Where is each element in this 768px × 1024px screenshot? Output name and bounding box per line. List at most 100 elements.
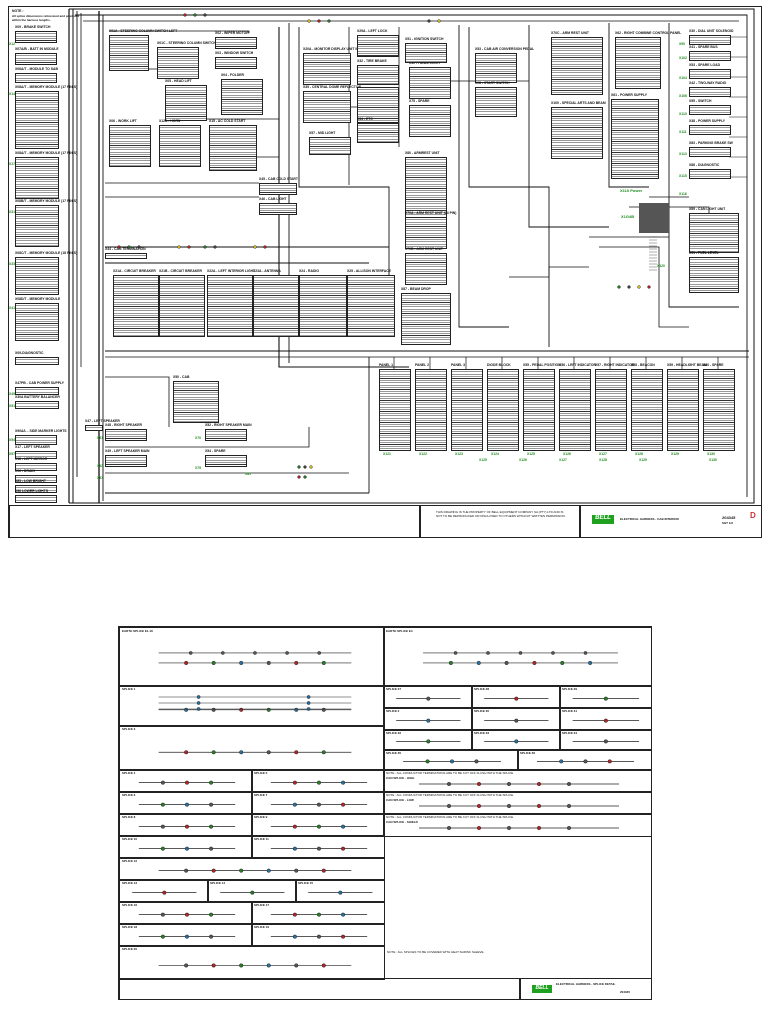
- splice-node: [518, 651, 523, 655]
- splice-node: [160, 802, 165, 807]
- connector-pin-table: [15, 257, 59, 295]
- connector-label: X62 - RIGHT COMBINE CONTROL PANEL: [615, 31, 682, 35]
- green-ref-label: X45: [9, 392, 16, 396]
- connector-pin-table: [205, 429, 247, 441]
- connector-pin-table: [259, 183, 297, 195]
- connector-label: X41 - SPARE BUS: [689, 45, 718, 49]
- splice-node: [559, 759, 564, 764]
- revision-table: [9, 505, 421, 538]
- connector-label: X08A/T - MEMORY MODULE (17 PIN-S): [15, 85, 78, 89]
- connector-ref: X125: [527, 452, 535, 456]
- connector-label: X42 - TWO-WAY RADIO: [689, 81, 727, 85]
- green-ref-label: X113: [679, 152, 687, 156]
- splice-marker: [297, 465, 301, 469]
- green-ref-label: X33: [9, 262, 16, 266]
- connector-pin-table: [689, 105, 731, 115]
- splice-node: [316, 934, 321, 939]
- connector-label: X80 - ARMREST UNIT: [405, 151, 440, 155]
- connector-ref: X121: [383, 452, 391, 456]
- splice-node: [341, 802, 346, 807]
- green-ref-label: X17: [9, 162, 16, 166]
- connector-pin-table: [215, 37, 257, 49]
- splice-node: [507, 803, 512, 808]
- splice-section-title: SPLICE 19: [254, 925, 270, 929]
- connector-pin-table: [595, 369, 627, 451]
- splice-node: [447, 803, 452, 808]
- connector-label: X45 - CAB COLD START: [259, 177, 298, 181]
- splice-section-title: SPLICE 1: [122, 687, 136, 691]
- splice-section-title: SPLICE 4: [122, 771, 136, 775]
- connector-pin-table: [689, 87, 731, 97]
- splice-node: [341, 824, 346, 829]
- splice-node: [184, 660, 189, 665]
- connector-label: X22A - LEFT INTERIOR LIGHT: [207, 269, 256, 273]
- power-label: X110 Power: [620, 188, 643, 193]
- splice-node: [160, 846, 165, 851]
- can-splice-section: NOTE : ALL CONDUCTOR TERMINATIONS ARE TO…: [383, 791, 652, 815]
- connector-label: X52 - RIGHT SPEAKER MAIN: [205, 423, 252, 427]
- splice-section: SPLICE 12: [119, 857, 385, 881]
- connector-label: PANEL 2: [415, 363, 430, 367]
- connector-label: X48 - RIGHT SPEAKER: [105, 423, 142, 427]
- connector-label: X35 - CENTRAL DOME REFLECTOR: [303, 85, 361, 89]
- connector-label: X55 - PEDAL POSITION: [523, 363, 561, 367]
- connector-label: PANEL 3: [451, 363, 466, 367]
- connector-pin-table: [401, 293, 451, 345]
- connector-label: X08C/T - MEMORY MODULE (18 PIN-S): [15, 251, 78, 255]
- connector-pin-table: [689, 35, 731, 45]
- green-ref-label: X70: [195, 436, 202, 440]
- splice-section: SPLICE 35: [383, 749, 519, 771]
- splice-node: [514, 696, 519, 701]
- connector-label: X18 - LEFT MIRROR: [15, 457, 48, 461]
- splice-node: [341, 934, 346, 939]
- green-ref-label: X116: [679, 192, 687, 196]
- splice-node: [184, 750, 189, 755]
- splice-node: [294, 868, 299, 873]
- green-ref-label: X61: [97, 436, 104, 440]
- splice-section: SPLICE 10: [119, 835, 253, 859]
- connector-pin-table: [207, 275, 253, 337]
- splice-section: SPLICE 34: [559, 729, 652, 751]
- connector-pin-table: [689, 147, 731, 157]
- harness-sheet-1: NOTE : All splice dimensions referenced …: [8, 6, 762, 538]
- splice-node: [253, 651, 257, 655]
- connector-label: X29A - LEFT LOCK: [357, 29, 388, 33]
- splice-node: [160, 934, 165, 939]
- copyright-box: THIS DRAWING IS THE PROPERTY OF BELL EQU…: [419, 505, 581, 538]
- splice-section-title: SPLICE 27: [386, 687, 402, 691]
- splice-marker: [303, 475, 307, 479]
- connector-label: X90A/L - SIDE MARKER LIGHTS: [15, 429, 67, 433]
- can-splice-note: NOTE : ALL CONDUCTOR TERMINATIONS ARE TO…: [386, 815, 515, 819]
- connector-label: X83 - PARKING BRAKE SW: [689, 141, 733, 145]
- splice-node: [316, 780, 321, 785]
- connector-ref: X130: [707, 452, 715, 456]
- splice-marker: [317, 19, 321, 23]
- connector-label: X70B - ARM REST UNIT: [405, 247, 443, 251]
- drawing-number-2: 204345: [620, 990, 631, 994]
- splice-node: [306, 701, 311, 705]
- splice-node: [607, 759, 612, 764]
- green-ref-label: X106: [679, 94, 687, 98]
- connector-label: X21B - CIRCUIT BREAKER: [159, 269, 202, 273]
- can-splice-section: NOTE : ALL CONDUCTOR TERMINATIONS ARE TO…: [383, 813, 652, 837]
- connector-label: X70A - ARM REST UNIT (24 PIN): [405, 211, 457, 215]
- splice-node: [266, 963, 271, 968]
- connector-pin-table: [615, 37, 661, 89]
- splice-node: [603, 739, 608, 744]
- splice-node: [209, 824, 214, 829]
- splice-node: [162, 890, 167, 895]
- splice-node: [537, 781, 542, 786]
- connector-label: X38 - POWER SUPPLY: [689, 119, 726, 123]
- connector-label: X49 - LEFT SPEAKER MAIN: [105, 449, 150, 453]
- green-ref-label: X111: [679, 130, 687, 134]
- splice-node: [316, 802, 321, 807]
- can-splice-title: CAN SPLICE - HIGH: [386, 776, 415, 780]
- splice-node: [426, 739, 431, 744]
- green-ref-label: X54: [9, 438, 16, 442]
- splice-node: [239, 868, 244, 873]
- splice-section-title: SPLICE 17: [254, 903, 270, 907]
- splice-section-title: SPLICE 14: [210, 881, 226, 885]
- connector-ref: X123: [455, 452, 463, 456]
- splice-section: SPLICE 5: [251, 769, 385, 793]
- splice-node: [306, 707, 311, 711]
